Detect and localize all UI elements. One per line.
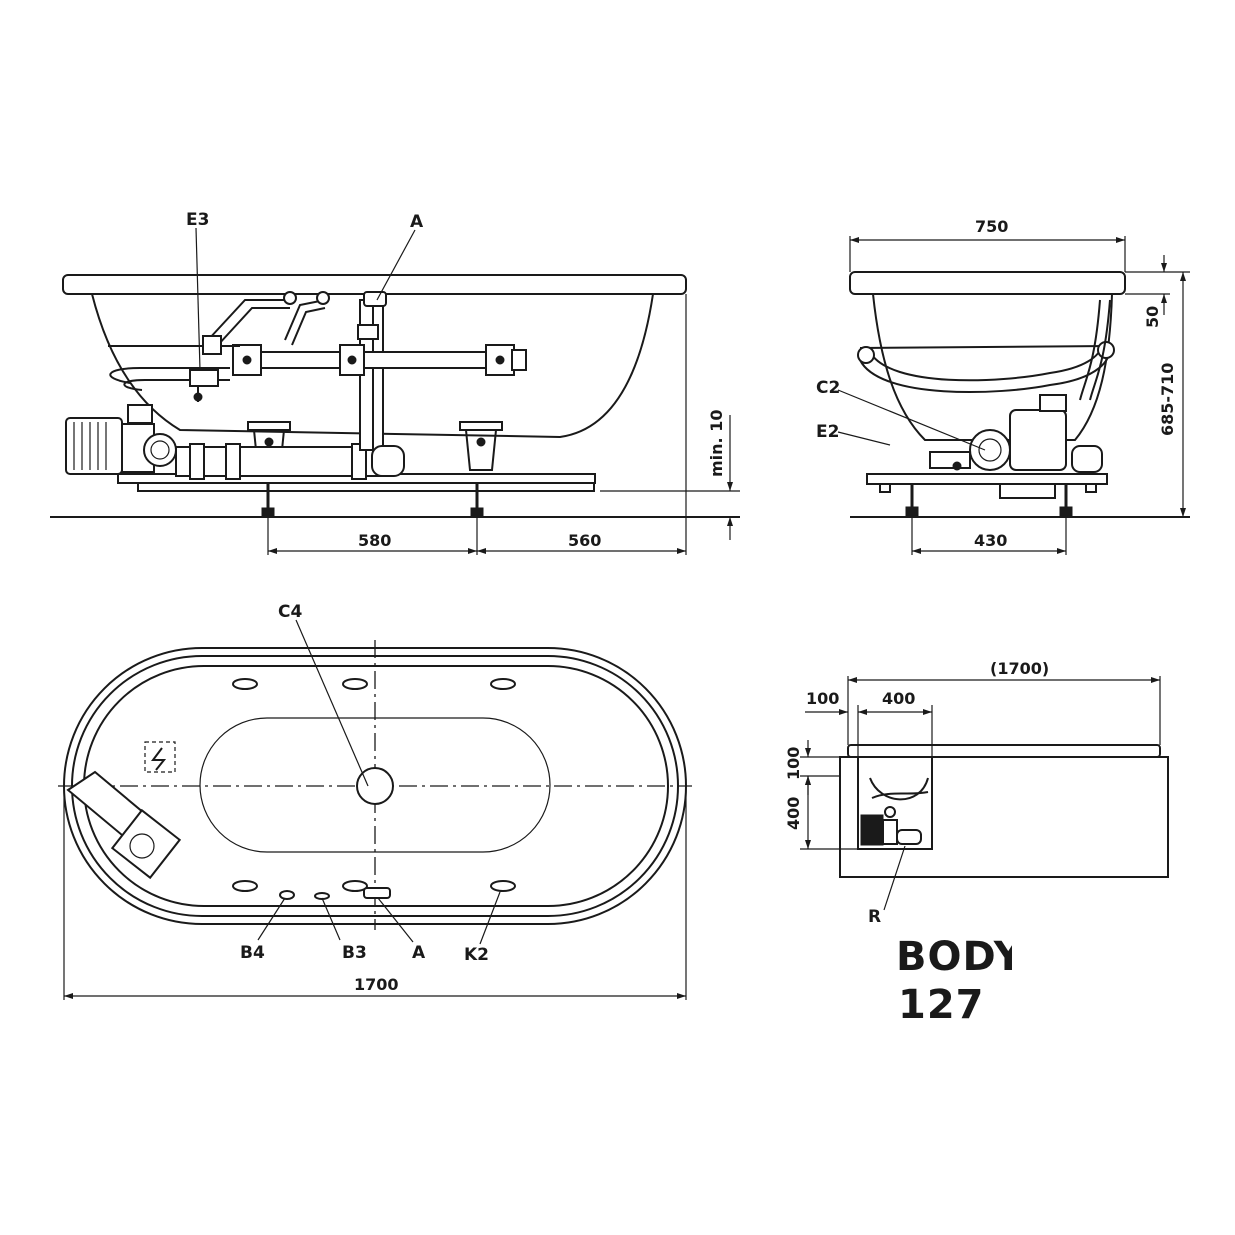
dim-50: 50 bbox=[1143, 306, 1162, 328]
end-view: C2 E2 750 50 685-710 430 bbox=[816, 217, 1190, 555]
end-riser-2 bbox=[1089, 299, 1111, 401]
base-plate bbox=[137, 482, 595, 492]
label-c2: C2 bbox=[816, 378, 840, 398]
side-view: E3 A 580 560 min. 10 bbox=[50, 210, 740, 555]
end-base bbox=[866, 473, 1108, 485]
electrical-warning-icon bbox=[144, 741, 176, 773]
end-waterline bbox=[859, 345, 1111, 349]
install-dimensions bbox=[800, 676, 1161, 850]
end-rim bbox=[849, 271, 1126, 295]
install-tub-rim bbox=[847, 744, 1161, 758]
label-e2: E2 bbox=[816, 422, 839, 442]
e3-leader bbox=[195, 227, 201, 371]
plan-drain bbox=[356, 767, 394, 805]
upper-pipe bbox=[108, 344, 527, 376]
end-riser bbox=[1079, 299, 1101, 401]
feet bbox=[261, 483, 484, 518]
dim-580: 580 bbox=[358, 531, 391, 550]
label-k2: K2 bbox=[464, 945, 489, 965]
label-a-side: A bbox=[410, 212, 424, 232]
dim-install-400: 400 bbox=[882, 689, 915, 708]
end-feet bbox=[879, 483, 1097, 517]
end-pipe-outer bbox=[859, 347, 1111, 394]
small-pipe-a bbox=[207, 299, 290, 346]
install-pipe bbox=[871, 791, 929, 799]
e3-component bbox=[189, 335, 222, 402]
product-line-2: 127 bbox=[898, 982, 985, 1028]
c4-leader bbox=[295, 619, 369, 787]
c2-leader bbox=[837, 389, 986, 451]
dim-1700: 1700 bbox=[354, 975, 399, 994]
install-tub-curve bbox=[869, 777, 929, 801]
plan-jets bbox=[232, 678, 516, 900]
end-pump bbox=[929, 394, 1103, 473]
label-c4: C4 bbox=[278, 602, 302, 622]
dim-430: 430 bbox=[974, 531, 1007, 550]
plan-dimensions bbox=[63, 786, 687, 1000]
dim-750: 750 bbox=[975, 217, 1008, 236]
label-a-plan: A bbox=[412, 943, 426, 963]
product-name: BODY 127 bbox=[896, 925, 1072, 1028]
dim-install-100: 100 bbox=[806, 689, 839, 708]
b3-leader bbox=[321, 897, 341, 941]
label-b3: B3 bbox=[342, 943, 367, 963]
label-e3: E3 bbox=[186, 210, 209, 230]
k2-leader bbox=[479, 891, 501, 945]
a-leader-side bbox=[376, 229, 416, 301]
label-b4: B4 bbox=[240, 943, 265, 963]
product-line-1: BODY bbox=[896, 934, 1024, 980]
dim-560: 560 bbox=[568, 531, 601, 550]
dim-min-10: min. 10 bbox=[707, 410, 726, 477]
e2-leader bbox=[837, 431, 891, 446]
end-dimensions bbox=[849, 236, 1190, 555]
product-name-crop bbox=[1012, 925, 1072, 980]
dim-685-710: 685-710 bbox=[1158, 363, 1177, 436]
plan-pump bbox=[66, 770, 182, 880]
label-r: R bbox=[868, 907, 881, 927]
side-dimensions bbox=[267, 294, 740, 555]
end-box bbox=[999, 483, 1056, 499]
small-pipe-b bbox=[284, 299, 326, 346]
dim-install-depth-400: 400 bbox=[784, 797, 803, 830]
r-leader bbox=[883, 845, 906, 911]
air-loop-inner bbox=[123, 379, 230, 391]
b4-leader bbox=[257, 897, 286, 941]
air-loop-outer bbox=[109, 367, 230, 384]
install-view: R (1700) 100 400 100 400 bbox=[784, 659, 1169, 927]
a-leader-plan bbox=[377, 897, 414, 943]
plan-view: C4 B4 B3 A K2 1700 bbox=[58, 602, 692, 1000]
end-pipe-inner bbox=[869, 344, 1103, 382]
install-pump bbox=[860, 806, 922, 846]
dim-install-top-100: 100 bbox=[784, 747, 803, 780]
dim-install-1700: (1700) bbox=[990, 659, 1049, 678]
riser-pipe bbox=[357, 291, 405, 477]
